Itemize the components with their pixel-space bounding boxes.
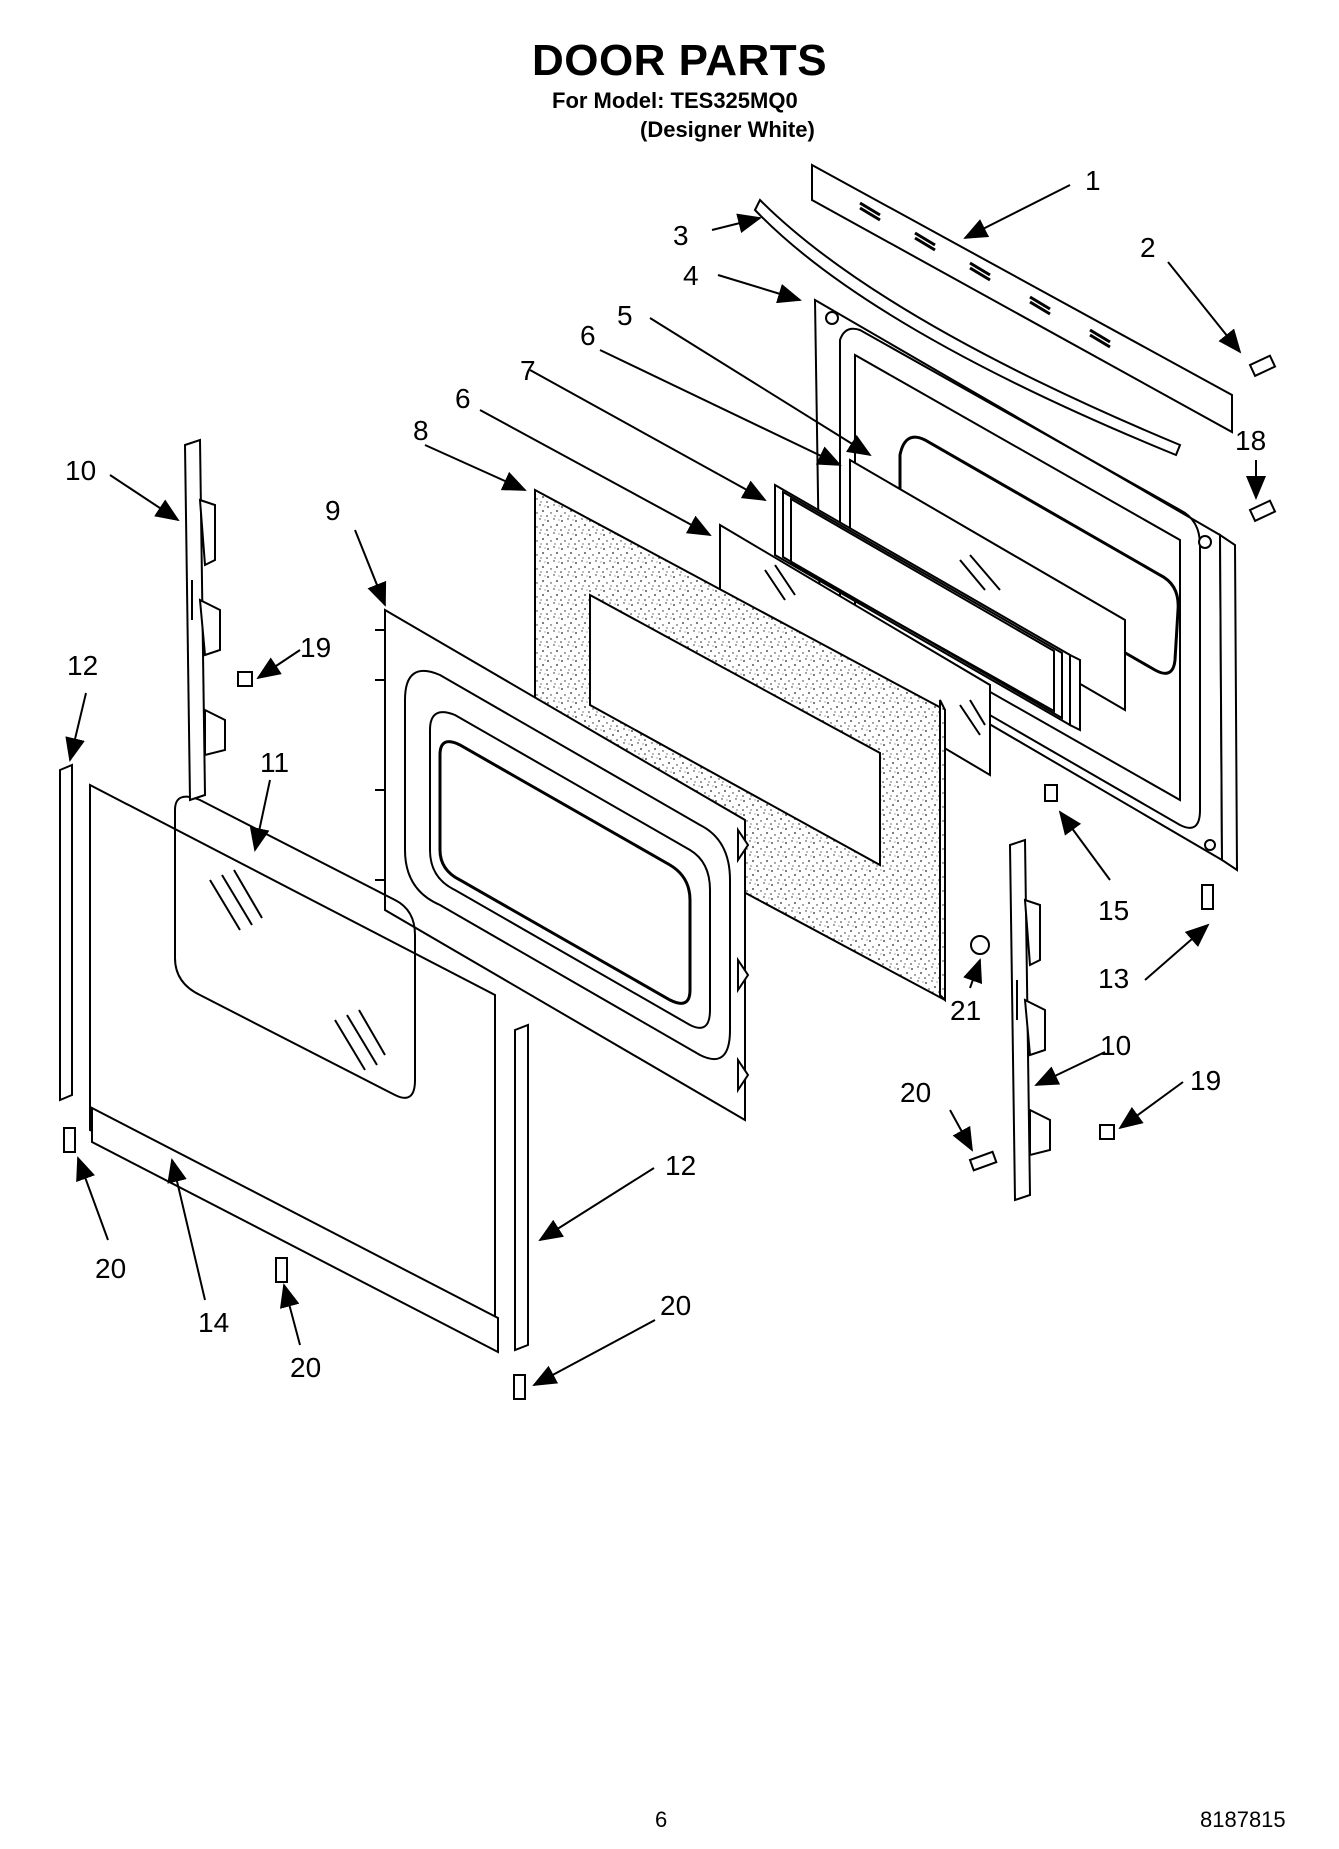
color-line: (Designer White) xyxy=(640,117,815,142)
callout-6a: 6 xyxy=(580,320,596,351)
callout-9: 9 xyxy=(325,495,341,526)
callout-11: 11 xyxy=(260,747,289,778)
callout-7: 7 xyxy=(520,355,536,386)
part-20-screw-a xyxy=(63,1127,76,1153)
callout-18: 18 xyxy=(1235,425,1266,456)
callout-5: 5 xyxy=(617,300,633,331)
part-8-insulation xyxy=(534,488,946,1003)
part-20-screw-d xyxy=(968,1150,998,1172)
part-19-clip-left xyxy=(237,671,253,687)
callout-1: 1 xyxy=(1085,165,1101,196)
part-18-screw xyxy=(1248,499,1277,523)
callout-21: 21 xyxy=(950,995,981,1026)
callout-10-right: 10 xyxy=(1100,1030,1131,1061)
part-10-hinge-right xyxy=(1008,838,1051,1202)
callout-20-right: 20 xyxy=(900,1077,931,1108)
callout-6b: 6 xyxy=(455,383,471,414)
callout-2: 2 xyxy=(1140,232,1156,263)
leader-lines xyxy=(65,184,1266,1386)
callout-12-right: 12 xyxy=(665,1150,696,1181)
page-title: DOOR PARTS xyxy=(531,36,828,85)
callout-10-left: 10 xyxy=(65,455,96,486)
part-13-screw xyxy=(1201,884,1214,910)
callout-20-lower: 20 xyxy=(660,1290,691,1321)
part-3-curved-trim xyxy=(753,198,1182,457)
part-9-door-liner xyxy=(375,608,750,1122)
model-line: For Model: TES325MQ0 xyxy=(552,88,798,113)
part-2-screw xyxy=(1248,354,1277,378)
part-12-side-trim-left xyxy=(59,763,73,1102)
part-15-clip xyxy=(1044,784,1058,802)
callout-8: 8 xyxy=(413,415,429,446)
page-number: 6 xyxy=(655,1807,668,1832)
callout-12-left: 12 xyxy=(67,650,98,681)
callout-14: 14 xyxy=(198,1307,229,1338)
part-10-hinge-left xyxy=(183,438,226,802)
part-19-clip-right xyxy=(1099,1124,1115,1140)
callout-3: 3 xyxy=(673,220,689,251)
callout-15: 15 xyxy=(1098,895,1129,926)
part-20-screw-b xyxy=(275,1257,288,1283)
part-7-glass-pack xyxy=(774,483,1081,732)
part-21-plug xyxy=(970,935,990,955)
callout-20-bottom: 20 xyxy=(290,1352,321,1383)
callout-20-left: 20 xyxy=(95,1253,126,1284)
part-20-screw-c xyxy=(513,1374,526,1400)
part-12-side-trim-right xyxy=(514,1023,529,1352)
callout-13: 13 xyxy=(1098,963,1129,994)
callout-19-right: 19 xyxy=(1190,1065,1221,1096)
callout-4: 4 xyxy=(683,260,699,291)
callout-19-left: 19 xyxy=(300,632,331,663)
document-number: 8187815 xyxy=(1200,1807,1286,1832)
part-1-vent-trim xyxy=(811,163,1233,434)
part-14-bottom-trim xyxy=(91,1106,499,1354)
